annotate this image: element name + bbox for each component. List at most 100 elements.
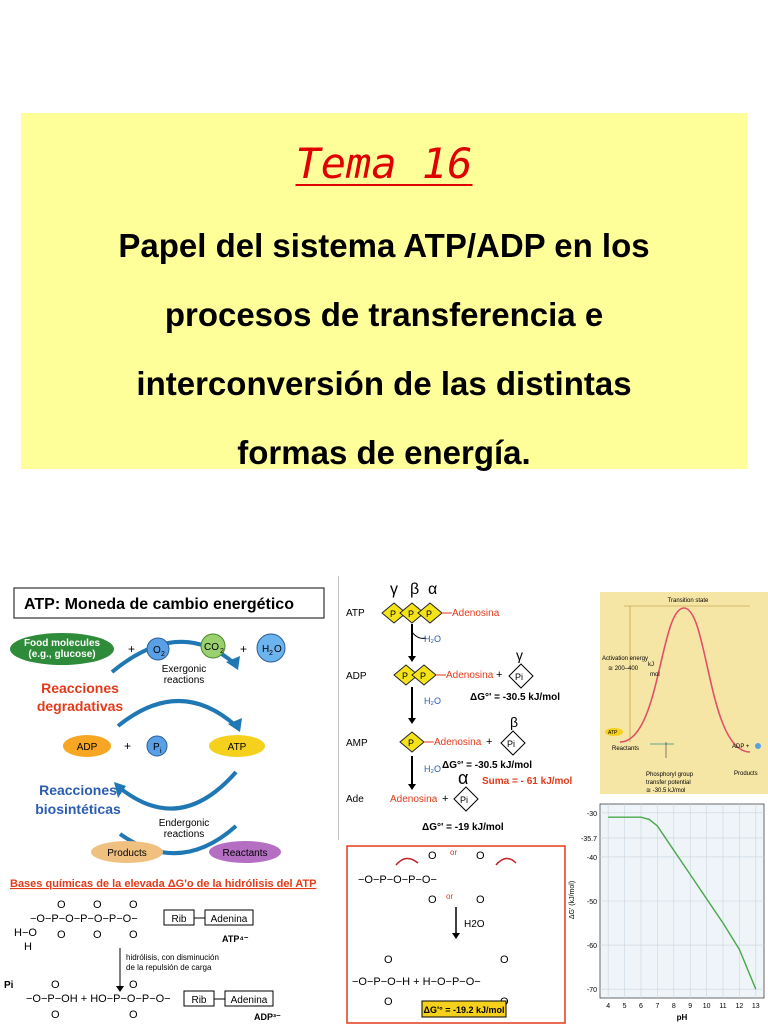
svg-text:Adenosina: Adenosina [446, 670, 494, 681]
svg-text:O: O [129, 1009, 138, 1021]
h2o-node [256, 633, 286, 663]
svg-text:Products: Products [734, 771, 758, 777]
svg-text:Adenina: Adenina [231, 995, 268, 1006]
h2o-label: H2O [464, 919, 485, 930]
svg-text:−O−P−O−H + H−O−P−O−: −O−P−O−H + H−O−P−O− [352, 976, 481, 988]
svg-text:mol: mol [650, 672, 660, 678]
atp-cycle-panel: ATP: Moneda de cambio energético Food mo… [0, 576, 336, 870]
svg-text:Reactants: Reactants [612, 746, 639, 752]
svg-text:+: + [240, 642, 247, 656]
svg-text:+: + [442, 793, 448, 805]
svg-text:Pi: Pi [515, 672, 523, 682]
svg-text:O: O [153, 645, 161, 656]
svg-text:O: O [274, 644, 282, 655]
resonance-dg-label: ΔG'° = -19.2 kJ/mol [424, 1005, 505, 1015]
adp-node [63, 735, 111, 757]
ph-x-tick: 8 [672, 1003, 676, 1010]
ph-y-tick: -30 [587, 811, 597, 818]
svg-text:O: O [51, 979, 60, 991]
svg-text:ADP: ADP [77, 742, 98, 753]
pi-node [146, 735, 168, 757]
svg-text:Pi: Pi [460, 795, 468, 805]
subtitle-line-2: procesos de transferencia e [164, 296, 604, 333]
svg-text:P: P [153, 742, 160, 753]
ph-x-tick: 9 [688, 1003, 692, 1010]
svg-text:Products: Products [107, 848, 146, 859]
svg-text:Transition state: Transition state [668, 598, 709, 604]
svg-text:de la repulsión de carga: de la repulsión de carga [126, 963, 212, 972]
svg-text:≅ -30.5 kJ/mol: ≅ -30.5 kJ/mol [646, 788, 685, 794]
svg-text:O: O [93, 899, 102, 911]
ph-x-tick: 5 [623, 1003, 627, 1010]
ade-row-label: Ade [346, 794, 364, 805]
svg-text:Rib: Rib [171, 914, 186, 925]
svg-text:O: O [476, 894, 485, 906]
svg-text:O: O [51, 1009, 60, 1021]
svg-text:γ: γ [516, 647, 523, 663]
ph-y-tick: -35.7 [581, 836, 597, 843]
svg-text:hidrólisis, con disminución: hidrólisis, con disminución [126, 953, 219, 962]
svg-text:≅ 200–400: ≅ 200–400 [608, 666, 639, 672]
svg-text:H: H [262, 644, 269, 655]
energy-diagram-panel: Transition state Activation energy ≅ 200… [600, 592, 768, 794]
atp-node [209, 735, 265, 757]
svg-text:kJ: kJ [648, 662, 654, 668]
svg-text:CO: CO [204, 642, 219, 653]
svg-text:Adenina: Adenina [211, 914, 248, 925]
svg-text:reactions: reactions [164, 675, 205, 686]
title-box: Tema 16 Papel del sistema ATP/ADP en los… [21, 113, 747, 471]
svg-text:P: P [426, 609, 432, 619]
svg-text:P: P [408, 609, 414, 619]
reactants-node [209, 841, 281, 863]
food-example-label: (e.g., glucose) [28, 649, 95, 660]
svg-text:Adenosina: Adenosina [434, 737, 482, 748]
svg-text:ADP +: ADP + [732, 744, 750, 750]
ph-x-tick: 12 [736, 1003, 744, 1010]
svg-text:Pi: Pi [4, 980, 14, 991]
svg-text:α: α [458, 768, 468, 788]
beta-label: β [410, 581, 419, 598]
svg-text:H₂O: H₂O [424, 696, 441, 706]
svg-text:β: β [510, 714, 518, 730]
svg-text:reactions: reactions [164, 829, 205, 840]
svg-text:2: 2 [269, 650, 273, 657]
reacciones-biosinteticas-2: biosintéticas [35, 801, 121, 817]
svg-text:+: + [124, 739, 131, 753]
subtitle-line-1: Papel del sistema ATP/ADP en los [118, 227, 650, 264]
svg-text:Reactants: Reactants [222, 848, 267, 859]
svg-text:+: + [486, 736, 492, 748]
svg-text:Pi: Pi [507, 739, 515, 749]
svg-text:P: P [420, 671, 426, 681]
svg-text:O: O [129, 899, 138, 911]
svg-text:P: P [408, 738, 414, 748]
svg-text:2: 2 [161, 651, 165, 658]
svg-text:transfer potential: transfer potential [646, 780, 691, 786]
svg-text:+: + [128, 642, 135, 656]
svg-text:O: O [93, 929, 102, 941]
svg-text:P: P [390, 609, 396, 619]
dg1-label: ΔG°' = -30.5 kJ/mol [470, 692, 560, 703]
or-label-2: or [446, 892, 453, 901]
atp-row-label: ATP [346, 608, 365, 619]
svg-text:O: O [476, 850, 485, 862]
svg-text:ADP³⁻: ADP³⁻ [254, 1012, 281, 1022]
svg-text:ATP: ATP [228, 742, 247, 753]
hydrolysis-steps-panel: γ β α ATP P P P Adenosina H₂O ADP P P Adeno… [338, 576, 596, 840]
ph-y-tick: -70 [587, 987, 597, 994]
slide-subtitle: Papel del sistema ATP/ADP en los proceso… [21, 211, 747, 487]
reacciones-degradativas-1: Reacciones [41, 680, 119, 696]
ph-y-tick: -60 [587, 943, 597, 950]
svg-text:−O−P−O−P−O−: −O−P−O−P−O− [358, 874, 437, 886]
svg-text:Phosphoryl group: Phosphoryl group [646, 772, 694, 778]
dg3-label: ΔG°' = -19 kJ/mol [422, 822, 504, 833]
svg-text:H: H [24, 941, 32, 953]
svg-text:H₂O: H₂O [424, 634, 441, 644]
svg-text:Adenosina: Adenosina [390, 794, 438, 805]
svg-text:−O−P−O−P−O−P−O−: −O−P−O−P−O−P−O− [30, 913, 138, 925]
ph-x-tick: 10 [703, 1003, 711, 1010]
svg-text:Activation energy: Activation energy [602, 656, 648, 662]
ph-y-tick: -50 [587, 899, 597, 906]
adp-row-label: ADP [346, 671, 367, 682]
food-molecules-node [10, 633, 114, 665]
